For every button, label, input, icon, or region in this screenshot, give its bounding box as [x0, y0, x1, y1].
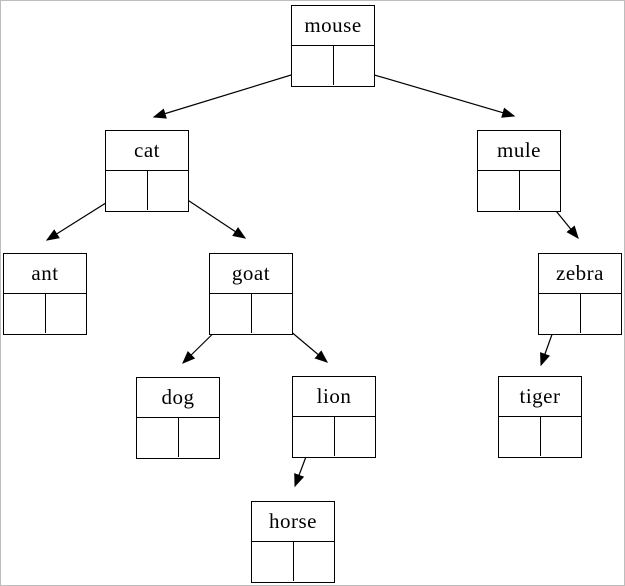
edge-mouse-mule: [353, 68, 516, 118]
node-label: mouse: [292, 6, 374, 46]
node-label: zebra: [539, 254, 621, 294]
left-pointer-cell: [292, 46, 334, 85]
left-pointer-cell: [4, 294, 46, 333]
left-pointer-cell: [499, 417, 541, 456]
right-pointer-cell: [334, 46, 375, 85]
pointer-cells: [478, 171, 560, 210]
pointer-cells: [252, 542, 334, 581]
pointer-cells: [293, 417, 375, 456]
right-pointer-cell: [520, 171, 561, 210]
pointer-cells: [4, 294, 86, 333]
node-mule: mule: [477, 130, 561, 212]
node-horse: horse: [251, 501, 335, 583]
node-label: horse: [252, 502, 334, 542]
node-label: cat: [106, 131, 188, 171]
left-pointer-cell: [478, 171, 520, 210]
left-pointer-cell: [252, 542, 294, 581]
right-pointer-cell: [46, 294, 87, 333]
left-pointer-cell: [137, 418, 179, 457]
node-lion: lion: [292, 376, 376, 458]
right-pointer-cell: [335, 417, 376, 456]
edge-mouse-cat: [152, 67, 315, 119]
node-label: mule: [478, 131, 560, 171]
node-ant: ant: [3, 253, 87, 335]
right-pointer-cell: [148, 171, 189, 210]
pointer-cells: [292, 46, 374, 85]
left-pointer-cell: [210, 294, 252, 333]
node-label: dog: [137, 378, 219, 418]
node-cat: cat: [105, 130, 189, 212]
right-pointer-cell: [581, 294, 622, 333]
pointer-cells: [539, 294, 621, 333]
node-label: tiger: [499, 377, 581, 417]
node-label: lion: [293, 377, 375, 417]
node-tiger: tiger: [498, 376, 582, 458]
pointer-cells: [137, 418, 219, 457]
left-pointer-cell: [106, 171, 148, 210]
right-pointer-cell: [252, 294, 293, 333]
node-label: goat: [210, 254, 292, 294]
pointer-cells: [106, 171, 188, 210]
node-goat: goat: [209, 253, 293, 335]
node-dog: dog: [136, 377, 220, 459]
right-pointer-cell: [179, 418, 220, 457]
node-label: ant: [4, 254, 86, 294]
left-pointer-cell: [539, 294, 581, 333]
node-zebra: zebra: [538, 253, 622, 335]
node-mouse: mouse: [291, 5, 375, 87]
left-pointer-cell: [293, 417, 335, 456]
right-pointer-cell: [541, 417, 582, 456]
right-pointer-cell: [294, 542, 335, 581]
pointer-cells: [210, 294, 292, 333]
pointer-cells: [499, 417, 581, 456]
